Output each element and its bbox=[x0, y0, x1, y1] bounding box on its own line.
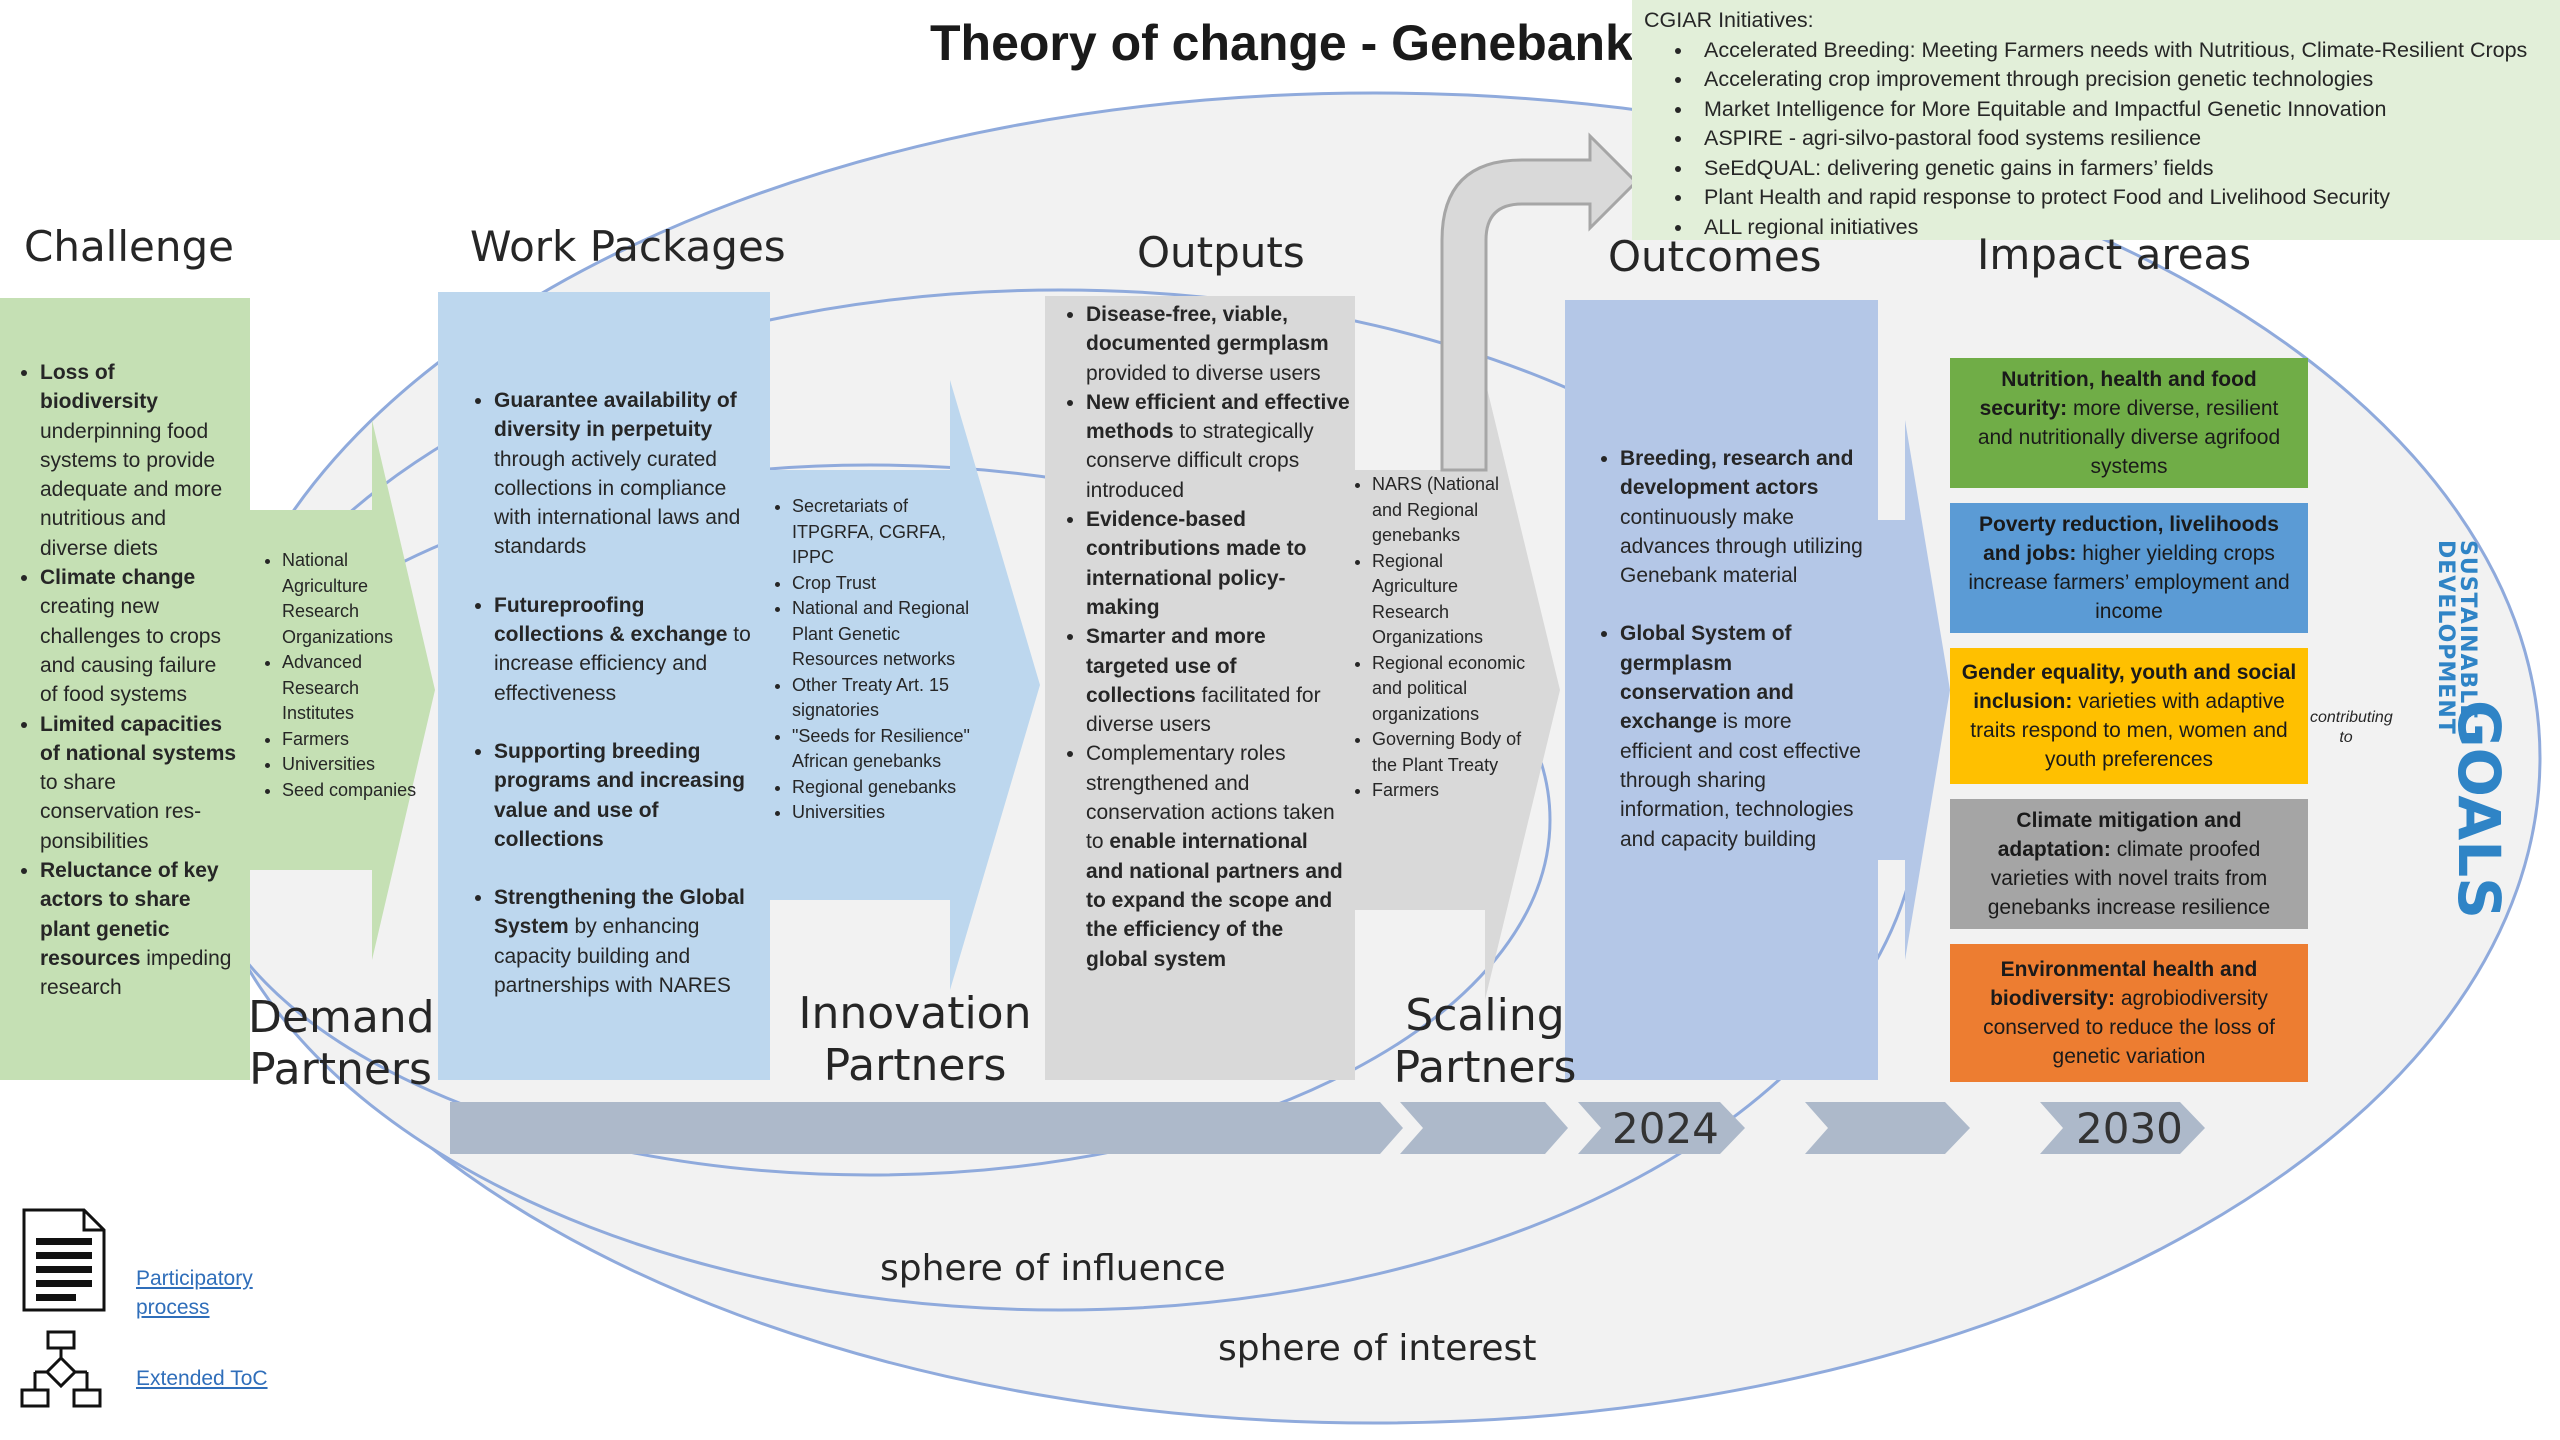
innovation-partners-list: Secretariats of ITPGRFA, CGRFA, IPPCCrop… bbox=[772, 494, 987, 826]
demand-partner-item: Seed companies bbox=[282, 778, 422, 804]
challenge-item: Limited capacities of national systems t… bbox=[40, 710, 238, 856]
outcomes-box bbox=[1565, 300, 1878, 1080]
year-2024: 2024 bbox=[1612, 1104, 1719, 1153]
innovation-partner-item: Crop Trust bbox=[792, 571, 987, 597]
demand-partner-item: Farmers bbox=[282, 727, 422, 753]
challenge-header: Challenge bbox=[24, 222, 234, 271]
initiative-item: ASPIRE - agri-silvo-pastoral food system… bbox=[1694, 124, 2548, 154]
challenge-list: Loss of biodiversity underpinning food s… bbox=[16, 358, 238, 1003]
sphere-of-interest-label: sphere of interest bbox=[1218, 1328, 1537, 1369]
impact-area-box: Poverty reduction, livelihoods and jobs:… bbox=[1950, 503, 2308, 633]
innovation-partner-item: Secretariats of ITPGRFA, CGRFA, IPPC bbox=[792, 494, 987, 571]
scaling-partners-label: Scaling Partners bbox=[1393, 990, 1577, 1093]
initiatives-box: CGIAR Initiatives: Accelerated Breeding:… bbox=[1632, 0, 2560, 240]
impact-areas-list: Nutrition, health and food security: mor… bbox=[1950, 358, 2308, 1082]
impact-area-box: Environmental health and biodiversity: a… bbox=[1950, 944, 2308, 1082]
initiatives-bend-arrow bbox=[1440, 132, 1639, 472]
innovation-partner-item: Regional genebanks bbox=[792, 775, 987, 801]
sphere-of-influence-label: sphere of influence bbox=[880, 1248, 1226, 1289]
impact-area-box: Gender equality, youth and social inclus… bbox=[1950, 648, 2308, 784]
work-package-item: Supporting breeding programs and increas… bbox=[494, 737, 756, 854]
impact-area-box: Nutrition, health and food security: mor… bbox=[1950, 358, 2308, 488]
scaling-partner-item: Regional Agriculture Research Organizati… bbox=[1372, 549, 1532, 651]
demand-partners-arrow bbox=[250, 420, 435, 960]
demand-partner-item: Universities bbox=[282, 752, 422, 778]
work-packages-box bbox=[438, 292, 770, 1080]
timeline-chevron-2024 bbox=[1578, 1102, 1745, 1154]
outputs-box bbox=[1045, 296, 1355, 1080]
demand-partner-item: National Agriculture Research Organizati… bbox=[282, 548, 422, 650]
outcomes-header: Outcomes bbox=[1608, 232, 1822, 281]
initiatives-list: Accelerated Breeding: Meeting Farmers ne… bbox=[1644, 36, 2548, 243]
output-item: Disease-free, viable, documented germpla… bbox=[1086, 300, 1350, 388]
output-item: Evidence-based contributions made to int… bbox=[1086, 505, 1350, 622]
participatory-process-link[interactable]: Participatory process bbox=[136, 1267, 253, 1319]
challenge-item: Reluctance of key actors to share plant … bbox=[40, 856, 238, 1002]
flowchart-icon[interactable] bbox=[20, 1330, 102, 1408]
output-item: Smarter and more targeted use of collect… bbox=[1086, 622, 1350, 739]
demand-partner-item: Advanced Research Institutes bbox=[282, 650, 422, 727]
demand-partners-list: National Agriculture Research Organizati… bbox=[262, 548, 422, 803]
output-item: New efficient and effective methods to s… bbox=[1086, 388, 1350, 505]
initiative-item: Accelerating crop improvement through pr… bbox=[1694, 65, 2548, 95]
page-title: Theory of change - Genebanks bbox=[930, 15, 1661, 71]
work-packages-header: Work Packages bbox=[470, 222, 786, 271]
initiatives-heading: CGIAR Initiatives: bbox=[1644, 8, 1814, 32]
innovation-partner-item: "Seeds for Resilience" African genebanks bbox=[792, 724, 987, 775]
outcome-item: Breeding, research and development actor… bbox=[1620, 444, 1868, 590]
impact-area-box: Climate mitigation and adaptation: clima… bbox=[1950, 799, 2308, 929]
document-icon[interactable] bbox=[22, 1208, 106, 1312]
initiative-item: SeEdQUAL: delivering genetic gains in fa… bbox=[1694, 154, 2548, 184]
sdg-logo: SUSTAINABLE DEVELOPMENT GOALS bbox=[2433, 540, 2513, 919]
timeline-chevron-3 bbox=[1805, 1102, 1970, 1154]
work-packages-list: Guarantee availability of diversity in p… bbox=[456, 386, 756, 1029]
innovation-partners-label: Innovation Partners bbox=[798, 988, 1032, 1091]
work-package-item: Strengthening the Global System by enhan… bbox=[494, 883, 756, 1000]
challenge-item: Loss of biodiversity underpinning food s… bbox=[40, 358, 238, 563]
work-package-item: Guarantee availability of diversity in p… bbox=[494, 386, 756, 562]
output-item: Complementary roles strengthened and con… bbox=[1086, 739, 1350, 973]
initiative-item: Accelerated Breeding: Meeting Farmers ne… bbox=[1694, 36, 2548, 66]
timeline-chevron-2030 bbox=[2040, 1102, 2205, 1154]
innovation-partners-arrow bbox=[770, 380, 1040, 990]
innovation-partner-item: Universities bbox=[792, 800, 987, 826]
outcomes-list: Breeding, research and development actor… bbox=[1578, 444, 1868, 883]
challenge-item: Climate change creating new challenges t… bbox=[40, 563, 238, 709]
innovation-partner-item: Other Treaty Art. 15 signatories bbox=[792, 673, 987, 724]
impact-areas-header: Impact areas bbox=[1977, 230, 2252, 279]
outputs-header: Outputs bbox=[1137, 228, 1305, 277]
outputs-list: Disease-free, viable, documented germpla… bbox=[1058, 300, 1350, 974]
initiative-item: Plant Health and rapid response to prote… bbox=[1694, 183, 2548, 213]
scaling-partner-item: Farmers bbox=[1372, 778, 1532, 804]
scaling-partners-list: NARS (National and Regional genebanksReg… bbox=[1352, 472, 1532, 804]
timeline-bar bbox=[450, 1102, 1403, 1154]
scaling-partner-item: Regional economic and political organiza… bbox=[1372, 651, 1532, 728]
year-2030: 2030 bbox=[2076, 1104, 2183, 1153]
outcome-item: Global System of germplasm conservation … bbox=[1620, 619, 1868, 853]
innovation-partner-item: National and Regional Plant Genetic Reso… bbox=[792, 596, 987, 673]
timeline-chevron-1 bbox=[1400, 1102, 1568, 1154]
work-package-item: Futureproofing collections & exchange to… bbox=[494, 591, 756, 708]
initiative-item: ALL regional initiatives bbox=[1694, 213, 2548, 243]
outcomes-arrow bbox=[1878, 420, 1950, 960]
extended-toc-link[interactable]: Extended ToC bbox=[136, 1367, 268, 1390]
scaling-partner-item: Governing Body of the Plant Treaty bbox=[1372, 727, 1532, 778]
scaling-partners-arrow bbox=[1355, 380, 1560, 1000]
initiative-item: Market Intelligence for More Equitable a… bbox=[1694, 95, 2548, 125]
scaling-partner-item: NARS (National and Regional genebanks bbox=[1372, 472, 1532, 549]
contributing-to-label: contributing to bbox=[2310, 709, 2393, 746]
challenge-box bbox=[0, 298, 250, 1080]
demand-partners-label: Demand Partners bbox=[248, 992, 435, 1095]
